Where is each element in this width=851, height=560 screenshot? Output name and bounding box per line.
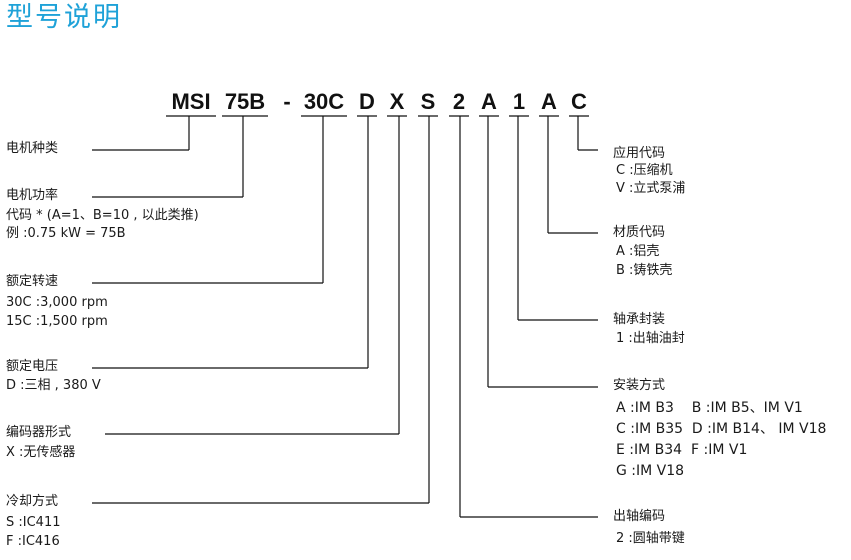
label-power: 电机功率 [6, 188, 59, 203]
code-motor-type: MSI [171, 89, 211, 114]
shaft-desc-1: 2 :圆轴带键 [616, 531, 685, 546]
material-desc-2: B :铸铁壳 [616, 263, 673, 278]
code-seal: 1 [512, 89, 526, 114]
code-voltage: D [359, 89, 375, 114]
speed-desc-1: 30C :3,000 rpm [6, 295, 108, 310]
cooling-desc-1: S :IC411 [6, 515, 61, 530]
application-desc-1: C :压缩机 [616, 163, 673, 178]
code-cooling: S [420, 89, 436, 114]
mounting-desc-4: G :IM V18 [616, 463, 685, 479]
label-application: 应用代码 [613, 146, 666, 161]
power-desc-2: 例 :0.75 kW = 75B [6, 226, 126, 241]
label-encoder: 编码器形式 [6, 425, 72, 440]
cooling-desc-2: F :IC416 [6, 534, 60, 549]
mounting-desc-3: E :IM B34 F :IM V1 [616, 442, 748, 458]
code-dash: - [283, 89, 291, 114]
code-application: C [571, 89, 587, 114]
code-mounting: A [481, 89, 497, 114]
seal-desc-1: 1 :出轴油封 [616, 331, 685, 346]
application-desc-2: V :立式泵浦 [616, 181, 686, 196]
voltage-desc-1: D :三相 , 380 V [6, 378, 101, 393]
power-desc-1: 代码 * (A=1、B=10 , 以此类推) [6, 208, 199, 223]
code-speed: 30C [303, 89, 345, 114]
code-material: A [541, 89, 557, 114]
label-voltage: 额定电压 [6, 359, 59, 374]
material-desc-1: A :铝壳 [616, 244, 660, 259]
encoder-desc-1: X :无传感器 [6, 445, 76, 460]
label-seal: 轴承封装 [613, 312, 666, 327]
label-speed: 额定转速 [6, 274, 59, 289]
mounting-desc-2: C :IM B35 D :IM B14、 IM V18 [616, 421, 827, 437]
label-material: 材质代码 [613, 225, 666, 240]
label-motor-type: 电机种类 [6, 141, 59, 156]
code-encoder: X [389, 89, 405, 114]
page-title: 型号说明 [6, 2, 122, 33]
speed-desc-2: 15C :1,500 rpm [6, 314, 108, 329]
label-mounting: 安装方式 [613, 378, 666, 393]
code-power: 75B [224, 89, 266, 114]
mounting-desc-1: A :IM B3 B :IM B5、IM V1 [616, 400, 803, 416]
label-cooling: 冷却方式 [6, 494, 59, 509]
label-shaft: 出轴编码 [613, 509, 666, 524]
code-shaft: 2 [452, 89, 466, 114]
